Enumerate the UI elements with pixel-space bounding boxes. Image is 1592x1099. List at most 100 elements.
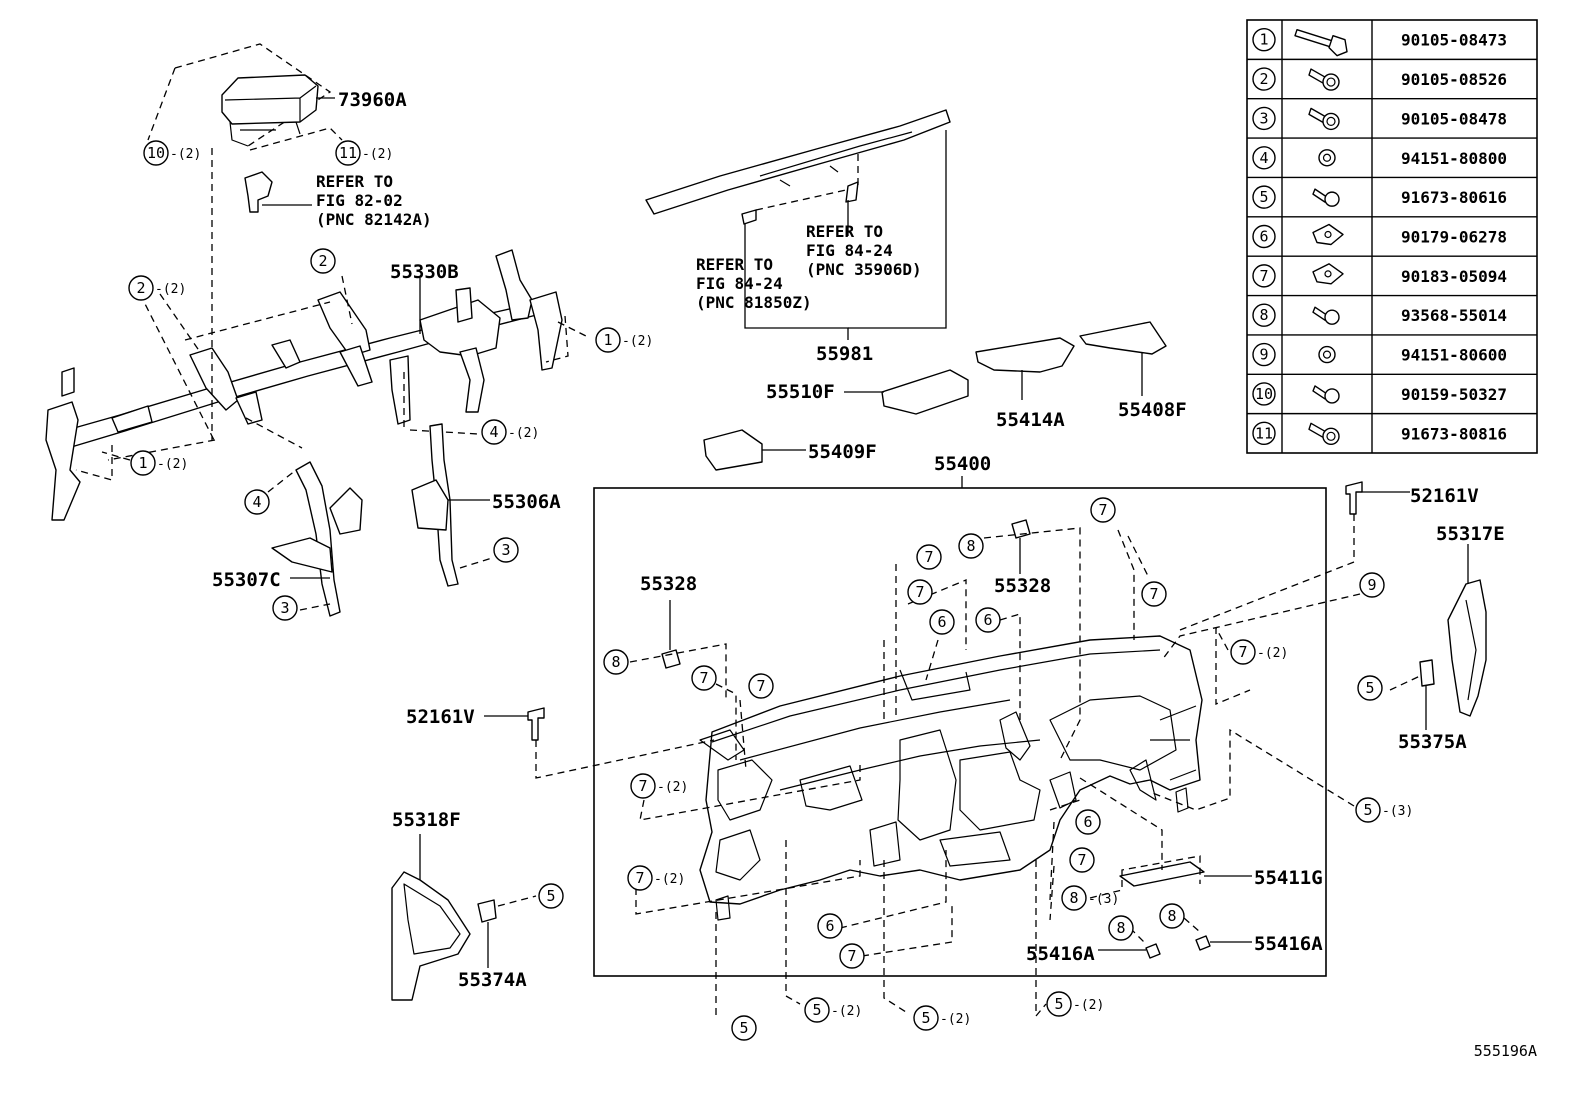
part-number-55328: 55328 (640, 573, 697, 595)
figure-id: 555196A (1474, 1042, 1537, 1060)
callout-5: 5 (921, 1009, 930, 1027)
defroster-nozzle-55981 (645, 109, 951, 340)
callout-7: 7 (635, 869, 644, 887)
flange-bolt-icon (1308, 107, 1340, 131)
table-row-number: 1 (1259, 31, 1268, 49)
callout-quantity: -(2) (831, 1004, 862, 1019)
part-number-55375A: 55375A (1398, 731, 1467, 753)
callout-4: 4 (252, 493, 261, 511)
table-number-circle (1252, 106, 1276, 131)
part-number-55408F: 55408F (1118, 399, 1187, 421)
callout-quantity: -(2) (1073, 998, 1104, 1013)
callout-7: 7 (1149, 585, 1158, 603)
callout-7-circle (691, 665, 717, 691)
screw-icon (1312, 306, 1340, 325)
callout-5: 5 (1365, 679, 1374, 697)
part-number-55416A: 55416A (1026, 943, 1095, 965)
callout-6-circle (975, 607, 1001, 633)
callout-7: 7 (924, 548, 933, 566)
clip-nut-icon (1312, 263, 1344, 285)
clip-55374a (477, 895, 537, 968)
callout-8-circle (958, 533, 984, 559)
table-row-number: 8 (1259, 306, 1268, 324)
callout-8: 8 (966, 537, 975, 555)
panel-55408f (1079, 321, 1167, 396)
table-row-part-number: 93568-55014 (1401, 306, 1507, 325)
table-row-number: 2 (1259, 70, 1268, 88)
reference-note-line: REFER TO (696, 255, 773, 274)
callout-6-circle (1075, 809, 1101, 835)
callout-8: 8 (611, 653, 620, 671)
callout-quantity: -(3) (1088, 892, 1119, 907)
callout-quantity: -(2) (155, 282, 186, 297)
reference-note-line: REFER TO (316, 172, 393, 191)
callout-quantity: -(2) (157, 457, 188, 472)
callout-1: 1 (138, 454, 147, 472)
callout-1-circle (130, 450, 156, 476)
callout-2: 2 (136, 279, 145, 297)
callout-7: 7 (1098, 501, 1107, 519)
callout-5: 5 (546, 887, 555, 905)
brace-55307c (267, 461, 363, 617)
callout-3-circle (493, 537, 519, 563)
callout-5-circle (804, 997, 830, 1023)
callout-4: 4 (489, 423, 498, 441)
callout-7-circle (1230, 639, 1256, 665)
reference-note-line: (PNC 81850Z) (696, 293, 812, 312)
part-number-55330B: 55330B (390, 261, 459, 283)
callout-1-circle (595, 327, 621, 353)
side-garnish-55317e (1447, 544, 1487, 717)
panel-55510f (844, 369, 969, 415)
callout-7: 7 (638, 777, 647, 795)
table-row-number: 7 (1259, 267, 1268, 285)
table-number-circle (1252, 421, 1276, 446)
table-row-number: 4 (1259, 149, 1268, 167)
callout-1: 1 (603, 331, 612, 349)
clip-52161v-left (484, 707, 715, 779)
reference-note-line: FIG 84-24 (696, 274, 783, 293)
table-row-number: 9 (1259, 346, 1268, 364)
table-number-circle (1252, 27, 1276, 52)
clip-55375a (1389, 659, 1435, 730)
part-number-55306A: 55306A (492, 491, 561, 513)
table-number-circle (1252, 146, 1276, 170)
table-row-part-number: 90105-08473 (1401, 31, 1507, 50)
callout-7-circle (839, 943, 865, 969)
passenger-airbag-part (147, 43, 343, 151)
callout-9: 9 (1367, 576, 1376, 594)
callout-5-circle (1357, 675, 1383, 701)
callout-5: 5 (1054, 995, 1063, 1013)
callout-quantity: -(2) (940, 1012, 971, 1027)
callout-5: 5 (739, 1019, 748, 1037)
brace-55306a (411, 423, 493, 587)
table-number-circle (1252, 264, 1276, 288)
table-number-circle (1252, 67, 1276, 91)
reference-note-line: FIG 82-02 (316, 191, 403, 210)
part-number-55981: 55981 (816, 343, 873, 365)
callout-4-circle (481, 419, 507, 445)
callout-7: 7 (1238, 643, 1247, 661)
callout-5-circle (1046, 991, 1072, 1017)
callout-5-circle (538, 883, 564, 909)
callout-quantity: -(2) (654, 872, 685, 887)
callout-quantity: -(2) (657, 780, 688, 795)
callout-7-circle (630, 773, 656, 799)
callout-5: 5 (812, 1001, 821, 1019)
callout-7-circle (1069, 847, 1095, 873)
part-number-55317E: 55317E (1436, 523, 1505, 545)
table-number-circle (1252, 382, 1276, 406)
callout-11-circle (335, 140, 361, 166)
callout-8: 8 (1167, 907, 1176, 925)
part-number-55374A: 55374A (458, 969, 527, 991)
callout-8: 8 (1069, 889, 1078, 907)
callout-8-circle (1159, 903, 1185, 929)
callout-8: 8 (1116, 919, 1125, 937)
callout-6: 6 (937, 613, 946, 631)
table-row-part-number: 90179-06278 (1401, 228, 1507, 247)
bracket-82142a (244, 171, 312, 213)
reference-note-line: FIG 84-24 (806, 241, 893, 260)
instrument-panel-55400 (593, 476, 1361, 977)
callout-7-circle (916, 544, 942, 570)
